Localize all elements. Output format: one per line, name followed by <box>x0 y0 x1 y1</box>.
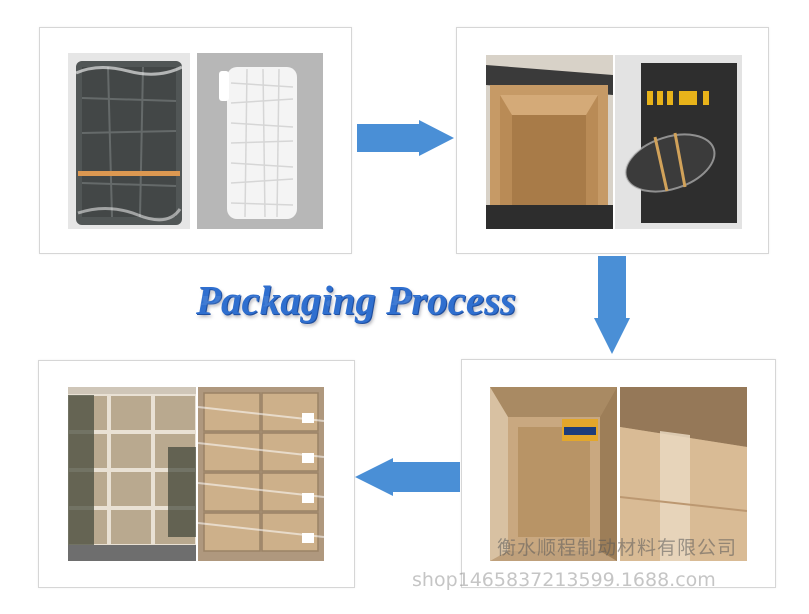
shop-url-watermark: shop1465837213599.1688.com <box>412 569 716 591</box>
step-4-frame <box>38 360 355 588</box>
packaging-process-title: Packaging Process <box>196 277 516 323</box>
sealed-carton-photo <box>620 387 747 561</box>
arrow-left-icon <box>355 458 460 496</box>
arrow-right-icon <box>357 120 454 156</box>
brake-pads-wrapped-in-plastic-photo <box>68 53 190 229</box>
sealed-carton-image <box>620 387 747 561</box>
stacked-cartons-image <box>68 387 196 561</box>
open-box-image <box>486 55 613 229</box>
foam-sleeve-image <box>197 53 323 229</box>
open-cardboard-box-photo <box>486 55 613 229</box>
stacked-cartons-photo <box>68 387 196 561</box>
black-box-image <box>615 55 742 229</box>
title-reflection: Packaging Process <box>196 296 596 318</box>
arrow-down-icon <box>594 256 630 354</box>
step-2-frame <box>456 27 769 254</box>
plastic-wrap-image <box>68 53 190 229</box>
step-1-frame <box>39 27 352 254</box>
brake-pads-on-black-box-photo <box>615 55 742 229</box>
company-watermark: 衡水顺程制动材料有限公司 <box>497 537 738 559</box>
carton-inside-image <box>490 387 617 561</box>
brake-pads-in-foam-sleeve-photo <box>197 53 323 229</box>
boxes-inside-carton-photo <box>490 387 617 561</box>
wrapped-pallet-image <box>198 387 324 561</box>
stretch-wrapped-pallet-photo <box>198 387 324 561</box>
step-3-frame <box>461 359 776 588</box>
